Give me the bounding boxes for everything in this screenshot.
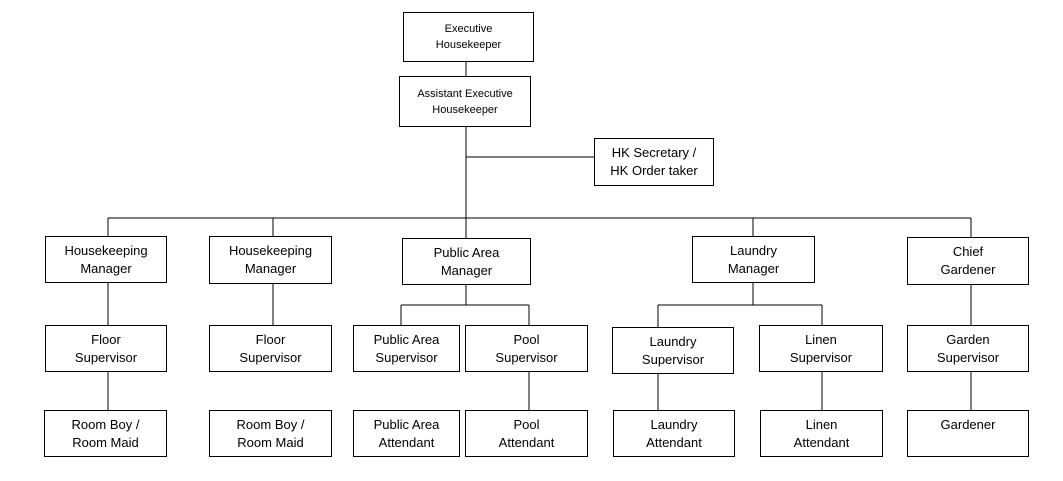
node-laundry-attendant: Laundry Attendant [613,410,735,457]
node-hk-secretary: HK Secretary / HK Order taker [594,138,714,186]
node-room-boy-2: Room Boy / Room Maid [209,410,332,457]
node-housekeeping-manager-1: Housekeeping Manager [45,236,167,283]
node-chief-gardener: Chief Gardener [907,237,1029,285]
node-floor-supervisor-2: Floor Supervisor [209,325,332,372]
node-public-area-manager: Public Area Manager [402,238,531,285]
node-public-area-supervisor: Public Area Supervisor [353,325,460,372]
node-linen-attendant: Linen Attendant [760,410,883,457]
node-floor-supervisor-1: Floor Supervisor [45,325,167,372]
node-housekeeping-manager-2: Housekeeping Manager [209,236,332,284]
node-pool-supervisor: Pool Supervisor [465,325,588,372]
node-garden-supervisor: Garden Supervisor [907,325,1029,372]
node-public-area-attendant: Public Area Attendant [353,410,460,457]
node-executive-housekeeper: Executive Housekeeper [403,12,534,62]
node-room-boy-1: Room Boy / Room Maid [44,410,167,457]
node-pool-attendant: Pool Attendant [465,410,588,457]
node-laundry-supervisor: Laundry Supervisor [612,327,734,374]
node-laundry-manager: Laundry Manager [692,236,815,283]
node-assistant-executive-housekeeper: Assistant Executive Housekeeper [399,76,531,127]
node-linen-supervisor: Linen Supervisor [759,325,883,372]
node-gardener: Gardener [907,410,1029,457]
